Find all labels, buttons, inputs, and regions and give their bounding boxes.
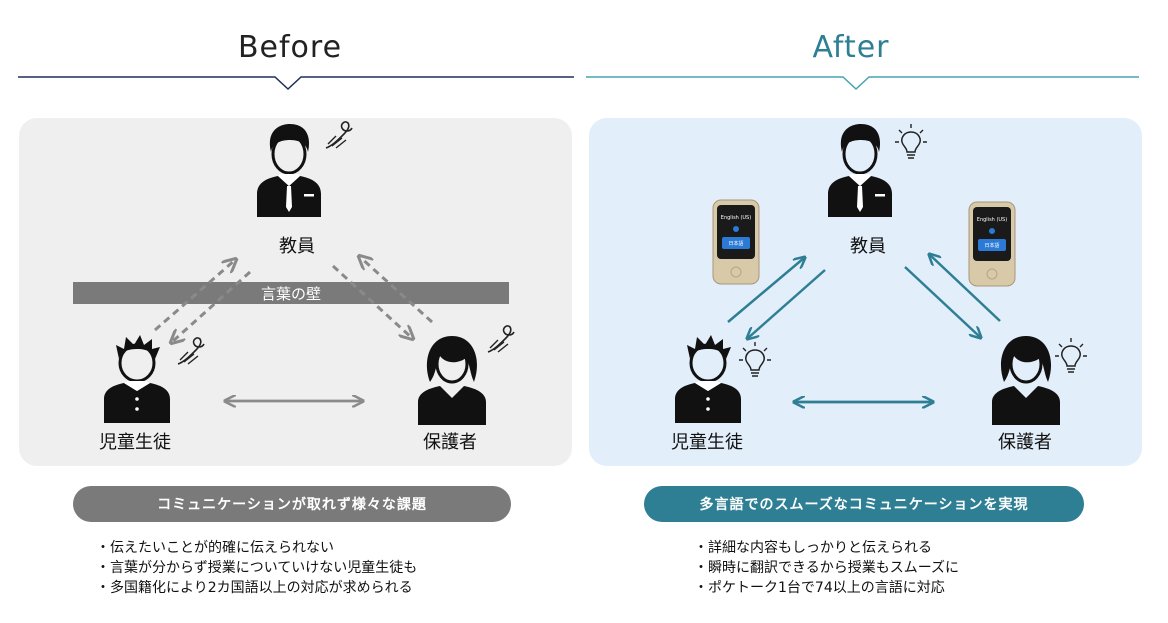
- teacher-icon: [828, 124, 892, 217]
- parent-icon: [992, 336, 1060, 425]
- teacher-label: 教員: [279, 236, 315, 257]
- list-item: ・言葉が分からず授業についていけない児童生徒も: [96, 560, 418, 576]
- before-summary-pill: コミュニケーションが取れず様々な課題: [73, 486, 511, 522]
- after-bullet-list: ・詳細な内容もしっかりと伝えられる ・瞬時に翻訳できるから授業もスムーズに ・ポ…: [694, 538, 959, 598]
- after-heading-rule: [586, 76, 1139, 91]
- device-button-text: 日本語: [984, 243, 1000, 249]
- parent-label: 保護者: [423, 432, 477, 453]
- teacher-icon: [257, 124, 321, 217]
- translator-device-icon: [968, 201, 1016, 287]
- device-button-text: 日本語: [728, 241, 744, 247]
- teacher-label: 教員: [850, 236, 886, 257]
- dashed-arrows: [154, 0, 434, 360]
- language-wall-bar: [73, 282, 509, 304]
- student-label: 児童生徒: [671, 432, 743, 453]
- lightbulb-icon: [1055, 338, 1087, 373]
- list-item: ・ポケトーク1台で74以上の言語に対応: [694, 580, 945, 596]
- student-label: 児童生徒: [99, 432, 171, 453]
- parent-label: 保護者: [998, 432, 1052, 453]
- student-icon: [104, 335, 170, 423]
- frustration-icon: [487, 325, 515, 353]
- lightbulb-icon: [895, 124, 927, 159]
- before-heading: Before: [237, 30, 343, 65]
- device-screen-text: English (US): [720, 215, 752, 221]
- language-wall-label: 言葉の壁: [260, 285, 321, 303]
- list-item: ・詳細な内容もしっかりと伝えられる: [694, 540, 932, 556]
- lightbulb-icon: [739, 342, 771, 377]
- list-item: ・伝えたいことが的確に伝えられない: [96, 540, 334, 556]
- before-bullet-list: ・伝えたいことが的確に伝えられない ・言葉が分からず授業についていけない児童生徒…: [96, 538, 417, 598]
- list-item: ・多国籍化により2カ国語以上の対応が求められる: [96, 580, 413, 596]
- device-screen-text: English (US): [976, 217, 1008, 223]
- after-heading: After: [812, 30, 890, 65]
- frustration-icon: [325, 121, 353, 149]
- translator-device-icon: [712, 199, 760, 285]
- student-icon: [675, 335, 741, 423]
- parent-icon: [418, 336, 486, 425]
- before-heading-rule: [18, 76, 574, 91]
- frustration-icon: [177, 337, 205, 365]
- list-item: ・瞬時に翻訳できるから授業もスムーズに: [694, 560, 960, 576]
- after-summary-pill: 多言語でのスムーズなコミュニケーションを実現: [644, 486, 1084, 522]
- solid-arrows: [727, 0, 1001, 460]
